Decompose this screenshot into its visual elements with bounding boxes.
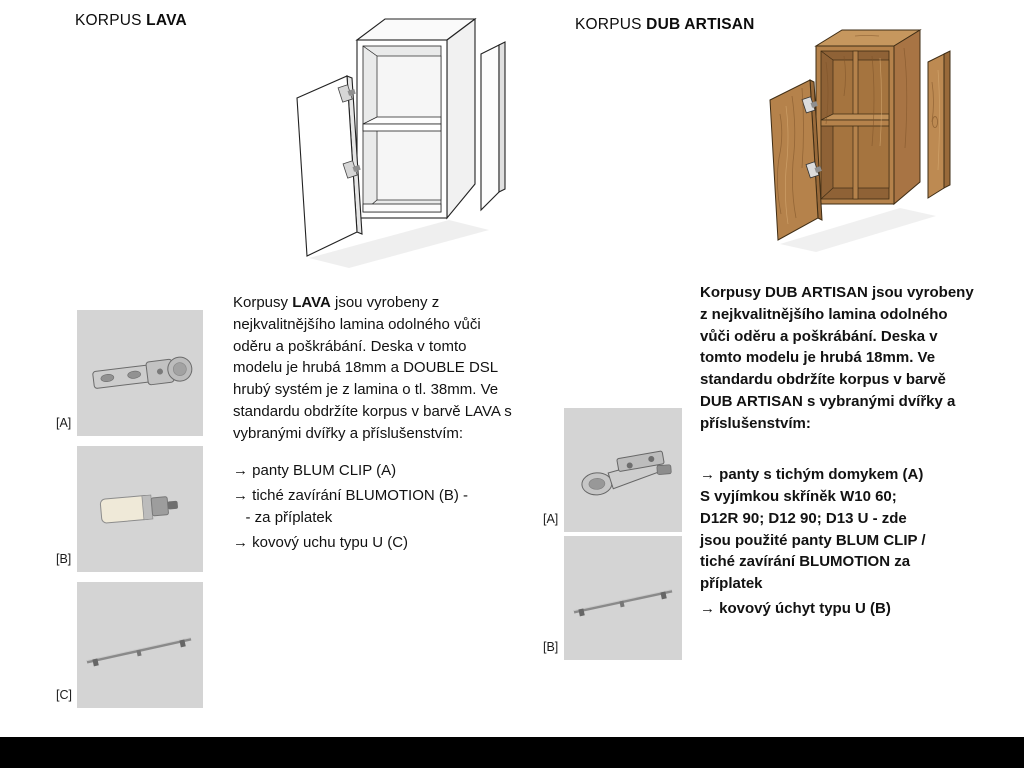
left-bullet-3: → kovový uchu typu U (C) — [233, 533, 409, 551]
left-hardware-image-damper — [77, 446, 203, 572]
dub-artisan-cabinet-illustration — [760, 22, 972, 254]
spare-panel-face — [927, 53, 945, 199]
right-paragraph-after: jsou vyrobeny z nejkvalitnějšího lamina … — [700, 284, 974, 432]
left-hardware-label-c: [C] — [56, 688, 72, 702]
cabinet-body — [814, 29, 922, 206]
right-paragraph: Korpusy DUB ARTISAN jsou vyrobeny z nejk… — [700, 282, 974, 434]
right-bullet-2: → kovový úchyt typu U (B) — [700, 599, 891, 617]
cabinet-door-open — [296, 75, 363, 257]
cabinet-door-open — [769, 79, 823, 241]
door-hinge-marker — [342, 160, 361, 179]
cabinet-shadow — [780, 208, 936, 252]
right-bullet-list: → panty s tichým domykem (A) S vyjímkou … — [700, 464, 974, 619]
cabinet-shelf-front — [820, 119, 890, 127]
left-bullet-2: → tiché zavírání BLUMOTION (B) - - za př… — [233, 487, 469, 526]
spare-panel-face — [480, 44, 500, 212]
right-title-prefix: KORPUS — [575, 16, 647, 33]
right-section-title: KORPUS DUB ARTISAN — [575, 16, 755, 34]
spare-side-panel — [480, 41, 506, 212]
right-hardware-label-b: [B] — [543, 640, 559, 654]
soft-close-hinge-drawing — [581, 450, 672, 496]
left-section-title: KORPUS LAVA — [75, 12, 187, 30]
right-paragraph-bold: DUB ARTISAN — [765, 284, 868, 301]
wood-grain-light — [784, 57, 940, 225]
cabinet-right-side — [446, 17, 476, 220]
bottom-black-bar — [0, 737, 1024, 768]
cabinet-body — [355, 17, 477, 220]
u-handle-rail-icon — [573, 589, 673, 617]
right-description: Korpusy DUB ARTISAN jsou vyrobeny z nejk… — [700, 282, 974, 623]
cabinet-right-side — [893, 29, 921, 206]
spare-panel-edge — [943, 50, 951, 189]
dub-artisan-cabinet-drawing — [769, 29, 951, 252]
lava-cabinet-drawing — [296, 17, 506, 268]
blumotion-damper-drawing — [99, 494, 178, 524]
right-hardware-image-handle — [564, 536, 682, 660]
door-front — [769, 79, 819, 241]
left-bullet-1: → panty BLUM CLIP (A) — [233, 462, 397, 480]
blumotion-damper-icon — [99, 494, 178, 524]
blum-clip-hinge-drawing — [92, 356, 193, 389]
door-hinge-marker — [801, 96, 818, 114]
left-title-name: LAVA — [146, 12, 187, 29]
spare-side-panel — [927, 50, 951, 199]
blum-clip-hinge-icon — [92, 356, 193, 389]
left-paragraph: Korpusy LAVA jsou vyrobeny z nejkvalitně… — [233, 292, 517, 444]
cabinet-shelf-top — [820, 113, 890, 121]
wood-grain — [777, 35, 939, 219]
u-handle-rail-icon — [86, 637, 192, 667]
cabinet-bottom-board — [362, 203, 442, 213]
door-hinge-marker — [337, 84, 356, 103]
left-hardware-image-hinge — [77, 310, 203, 436]
right-hardware-label-a: [A] — [543, 512, 559, 526]
left-hardware-image-handle — [77, 582, 203, 708]
u-handle-drawing-right — [573, 589, 673, 617]
u-handle-drawing — [86, 637, 192, 667]
left-hardware-label-b: [B] — [56, 552, 72, 566]
left-title-prefix: KORPUS — [75, 12, 147, 29]
right-paragraph-before: Korpusy — [700, 284, 766, 301]
soft-close-hinge-icon — [581, 450, 672, 496]
left-hardware-label-a: [A] — [56, 416, 72, 430]
cabinet-shelf-front — [362, 123, 442, 132]
spare-panel-edge — [498, 41, 506, 193]
left-paragraph-after: jsou vyrobeny z nejkvalitnějšího lamina … — [233, 294, 512, 442]
left-paragraph-before: Korpusy — [233, 294, 293, 311]
left-description: Korpusy LAVA jsou vyrobeny z nejkvalitně… — [233, 292, 517, 556]
right-hardware-image-hinge — [564, 408, 682, 532]
door-hinge-marker — [805, 161, 822, 179]
door-front — [296, 75, 358, 257]
cabinet-shelf-top — [362, 116, 442, 125]
right-title-name: DUB ARTISAN — [646, 16, 755, 33]
left-bullet-list: → panty BLUM CLIP (A) → tiché zavírání B… — [233, 460, 517, 553]
left-paragraph-bold: LAVA — [292, 294, 331, 311]
cabinet-shadow — [309, 220, 489, 268]
right-bullet-1: → panty s tichým domykem (A) S vyjímkou … — [700, 466, 926, 592]
lava-cabinet-illustration — [283, 6, 511, 268]
